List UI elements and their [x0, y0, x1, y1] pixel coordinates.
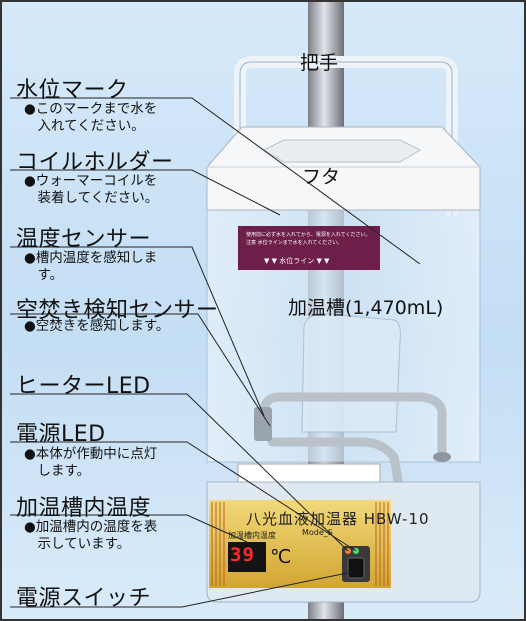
leader-tank-temp — [10, 514, 248, 543]
lid — [206, 126, 481, 211]
label-power-switch-title: 電源スイッチ — [16, 586, 152, 611]
label-water-mark-note: ●このマークまで水を 入れてください。 — [24, 101, 158, 134]
leader-water-mark — [10, 97, 421, 265]
label-dry-sensor-note: ●空焚きを感知します。 — [24, 318, 170, 334]
label-temp-sensor-note: ●槽内温度を感知しま す。 — [24, 250, 158, 283]
leader-power-switch — [10, 571, 353, 608]
label-power-led-note: ●本体が作動中に点灯 します。 — [24, 446, 158, 479]
coil — [259, 392, 447, 462]
label-coil-holder-title: コイルホルダー — [16, 150, 174, 175]
part-handle-label: 把手 — [300, 52, 339, 74]
label-water-mark-title: 水位マーク — [16, 78, 129, 103]
power-switch-rocker — [347, 557, 365, 579]
part-tank-label: 加温槽(1,470mL) — [288, 297, 444, 319]
device-model-sub: Mode_S — [302, 528, 333, 537]
leader-coil-holder — [10, 169, 281, 216]
band-warning-text: 使用前に必ず水を入れてから、電源を入れてください。 — [246, 232, 371, 238]
leader-heater-led — [10, 393, 349, 552]
device-brand: 八光血液加温器 HBW-10 — [246, 510, 430, 528]
label-tank-temp-note: ●加温槽内の温度を表 示しています。 — [24, 519, 158, 552]
leader-temp-sensor — [10, 246, 265, 417]
leader-dry-sensor — [10, 313, 271, 427]
label-dry-sensor-title: 空焚き検知センサー — [16, 298, 219, 323]
water-line-label: ▼ ▼ 水位ライン ▼ ▼ — [264, 257, 330, 265]
label-temp-sensor-title: 温度センサー — [16, 227, 152, 252]
display-unit: ℃ — [270, 546, 292, 568]
display-value: 39 — [230, 544, 255, 566]
label-tank-temp-title: 加温槽内温度 — [16, 496, 152, 521]
part-lid-label: フタ — [302, 166, 341, 188]
label-heater-led-title: ヒーターLED — [16, 374, 151, 399]
band-caution-text: 注意 水位ラインまで水を入れてください。 — [246, 240, 343, 246]
display-caption: 加温槽内温度 — [228, 531, 276, 540]
leader-power-led — [10, 441, 357, 552]
label-power-led-title: 電源LED — [16, 422, 106, 447]
label-coil-holder-note: ●ウォーマーコイルを 装着してください。 — [24, 173, 159, 206]
lcd-display — [228, 542, 266, 572]
water-line-band — [238, 226, 380, 270]
